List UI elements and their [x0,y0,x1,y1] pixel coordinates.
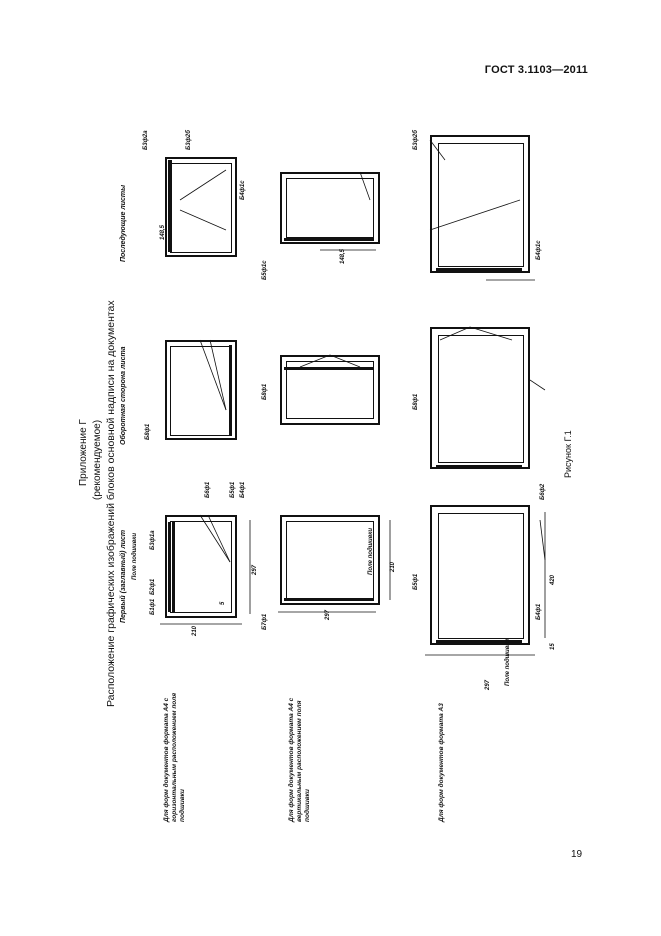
sheet-a4v-reverse [280,355,380,425]
label-b3f1a-row1: Б3ф1а [150,530,156,550]
frame-a4v-next [286,178,374,238]
row-description-a3: Для форм документов формата А3 [438,703,445,822]
dim-5-row1: 5 [220,601,226,605]
label-field-binding-row2: Поле подшивки [368,527,374,575]
dim-15-row3: 15 [550,643,556,650]
sheet-a4h-reverse [165,340,237,440]
label-field-binding-row3: Поле подшивки [505,638,511,686]
dim-420-row3: 420 [550,574,556,585]
sheet-a3-next [430,135,530,273]
row-description-a4-vertical: Для форм документов формата А4 с вертика… [288,697,311,822]
frame-a4h-reverse [170,346,232,436]
label-field-binding: Поле подшивки [132,532,138,580]
label-b4f1-row3: Б4ф1 [536,603,542,620]
dim-148-row1: 148,5 [160,224,166,240]
label-b4f1-row1: Б4ф1 [240,481,246,498]
dim-210-row2: 210 [390,561,396,572]
label-b3f2b-row3: Б3ф2б [413,130,419,150]
label-b2f1-row1: Б2ф1 [150,578,156,595]
column-header-first-sheet: Первый (заглавный) лист [120,529,127,623]
label-b8f1-row3: Б8ф1 [413,393,419,410]
label-b8f1-row1: Б8ф1 [145,423,151,440]
dim-148-row2: 148,5 [340,248,346,264]
column-header-reverse-side: Оборотная сторона листа [120,346,127,445]
label-b6f1-row1: Б6ф1 [205,481,211,498]
label-b3f2a-row1: Б3ф2а [143,130,149,150]
sheet-a3-first [430,505,530,645]
label-b8f1-row2: Б8ф1 [262,383,268,400]
frame-a3-next [438,143,524,267]
label-b1f1-row1: Б1ф1 [150,598,156,615]
appendix-status: (рекомендуемое) [92,419,103,500]
sheet-a4v-next [280,172,380,244]
row-description-a4-horizontal: Для форм документов формата А4 с горизон… [163,692,186,822]
dim-297-row3: 297 [485,679,491,690]
dim-297-row2: 297 [325,609,331,620]
sheet-a4h-first [165,515,237,618]
frame-a4v-first [286,521,374,601]
sheet-a4h-next [165,157,237,257]
appendix-heading: Расположение графических изображений бло… [105,300,117,707]
label-b5f1-row3: Б5ф1 [413,573,419,590]
frame-a3-first [438,513,524,639]
label-b6f2-row3: Б6ф2 [540,483,546,500]
sheet-a4v-first [280,515,380,605]
label-b5f1-row1: Б5ф1 [230,481,236,498]
appendix-title: Приложение Г [78,419,89,486]
page-number: 19 [571,849,583,860]
frame-a4h-first [170,521,232,613]
column-header-next-sheets: Последующие листы [120,184,127,262]
sheet-a3-reverse [430,327,530,469]
header-standard-code: ГОСТ 3.1103—2011 [484,64,588,76]
label-b5f1c-row2: Б5ф1с [262,260,268,280]
frame-a3-reverse [438,335,524,463]
label-b4f1c-row3: Б4ф1с [536,240,542,260]
frame-a4h-next [170,163,232,253]
figure-caption: Рисунок Г.1 [563,430,573,478]
frame-a4v-reverse [286,361,374,419]
label-b4f1c-row1: Б4ф1с [240,180,246,200]
dim-210-row1: 210 [192,625,198,636]
label-b3f2b-row1: Б3ф2б [186,130,192,150]
label-b7f1-row2: Б7ф1 [262,613,268,630]
dim-297-row1: 297 [252,564,258,575]
